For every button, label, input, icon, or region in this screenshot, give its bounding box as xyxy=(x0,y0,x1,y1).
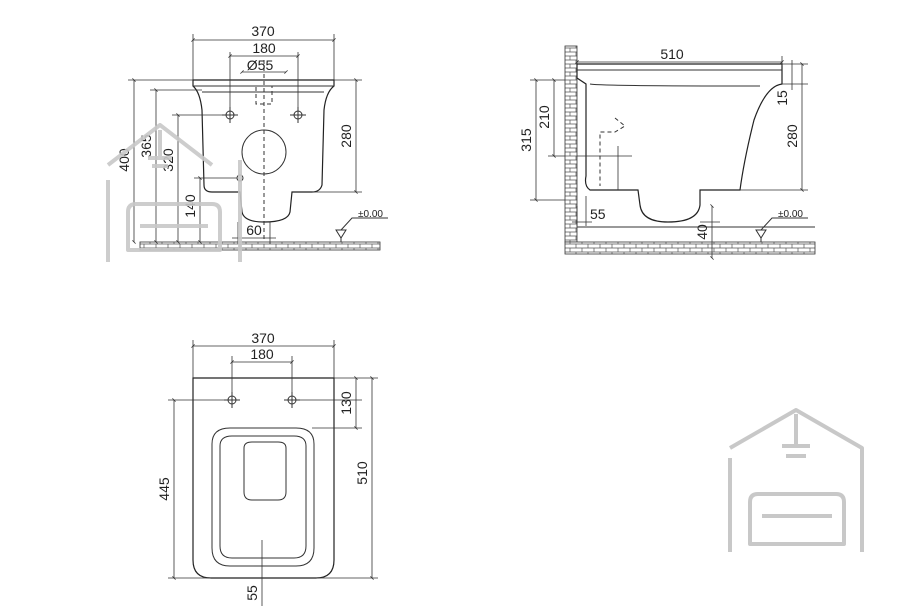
front-floor-level: ±0.00 xyxy=(358,209,383,220)
dim-top-445: 445 xyxy=(156,477,172,501)
front-view: 370 180 Ø55 280 400 365 320 140 60 ±0.00 xyxy=(116,23,388,251)
dim-front-holes: 180 xyxy=(252,40,276,56)
dim-top-55: 55 xyxy=(244,585,260,601)
dim-side-15: 15 xyxy=(774,90,790,106)
dim-side-55: 55 xyxy=(590,206,606,222)
dim-top-510: 510 xyxy=(354,461,370,485)
dim-front-width: 370 xyxy=(251,23,275,39)
dim-front-60: 60 xyxy=(246,222,262,238)
dim-side-280: 280 xyxy=(784,124,800,148)
dim-top-130: 130 xyxy=(338,391,354,415)
floor-hatch xyxy=(139,241,381,251)
bowl-opening xyxy=(243,441,287,501)
dim-side-length: 510 xyxy=(660,46,684,62)
side-view: 510 15 280 315 210 55 40 ±0.00 xyxy=(518,45,816,260)
level-mark xyxy=(335,217,388,242)
top-view: 370 180 130 510 445 55 xyxy=(156,330,378,606)
dim-side-210: 210 xyxy=(536,105,552,129)
dim-side-40: 40 xyxy=(694,224,710,240)
seat-outer xyxy=(211,427,315,567)
watermark-house-sofa-icon xyxy=(728,408,864,552)
side-floor-level: ±0.00 xyxy=(778,209,803,220)
side-bowl-outline xyxy=(576,63,783,223)
dim-front-280: 280 xyxy=(338,124,354,148)
seat-inner xyxy=(219,435,307,559)
wall-hatch xyxy=(564,45,578,243)
dim-top-holes: 180 xyxy=(250,346,274,362)
side-level-mark xyxy=(755,217,808,242)
dim-top-width: 370 xyxy=(251,330,275,346)
side-floor-hatch xyxy=(564,241,816,255)
dim-front-diameter: Ø55 xyxy=(247,57,274,73)
dim-side-315: 315 xyxy=(518,128,534,152)
top-bowl-outline xyxy=(192,377,335,579)
watermark-house-icon xyxy=(106,123,242,262)
